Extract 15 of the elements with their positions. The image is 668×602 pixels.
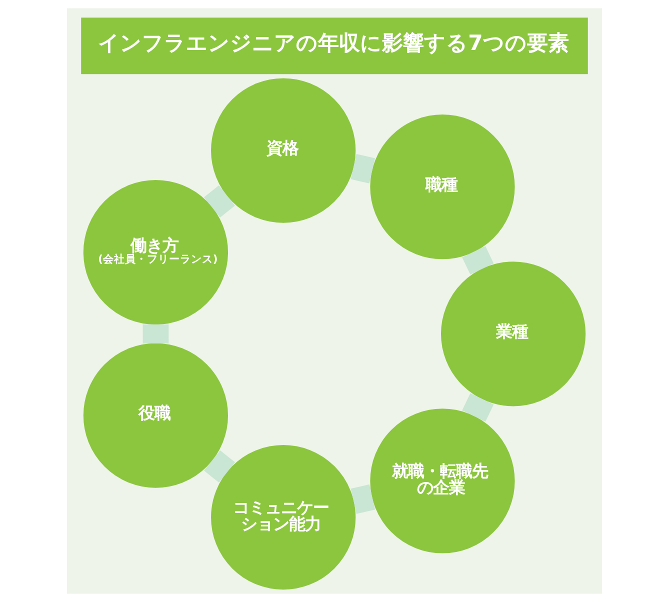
connector xyxy=(350,154,375,184)
connector xyxy=(203,185,234,218)
connector xyxy=(462,393,494,422)
connector xyxy=(350,484,375,514)
connector xyxy=(462,246,494,275)
connector xyxy=(204,450,235,483)
connector xyxy=(142,324,168,344)
node-circle: コミュニケーション能力 xyxy=(210,445,356,590)
node-circle: 業種 xyxy=(440,262,586,406)
node-circle: 役職 xyxy=(82,343,228,488)
node-circle: 働き方 (会社員・フリーランス) xyxy=(82,180,228,325)
node-circle: 職種 xyxy=(370,114,514,260)
diagram-title: インフラエンジニアの年収に影響する7つの要素 xyxy=(98,30,568,55)
node-circle: 資格 xyxy=(210,78,356,223)
node-circle: 就職・転職先の企業 xyxy=(370,408,514,554)
